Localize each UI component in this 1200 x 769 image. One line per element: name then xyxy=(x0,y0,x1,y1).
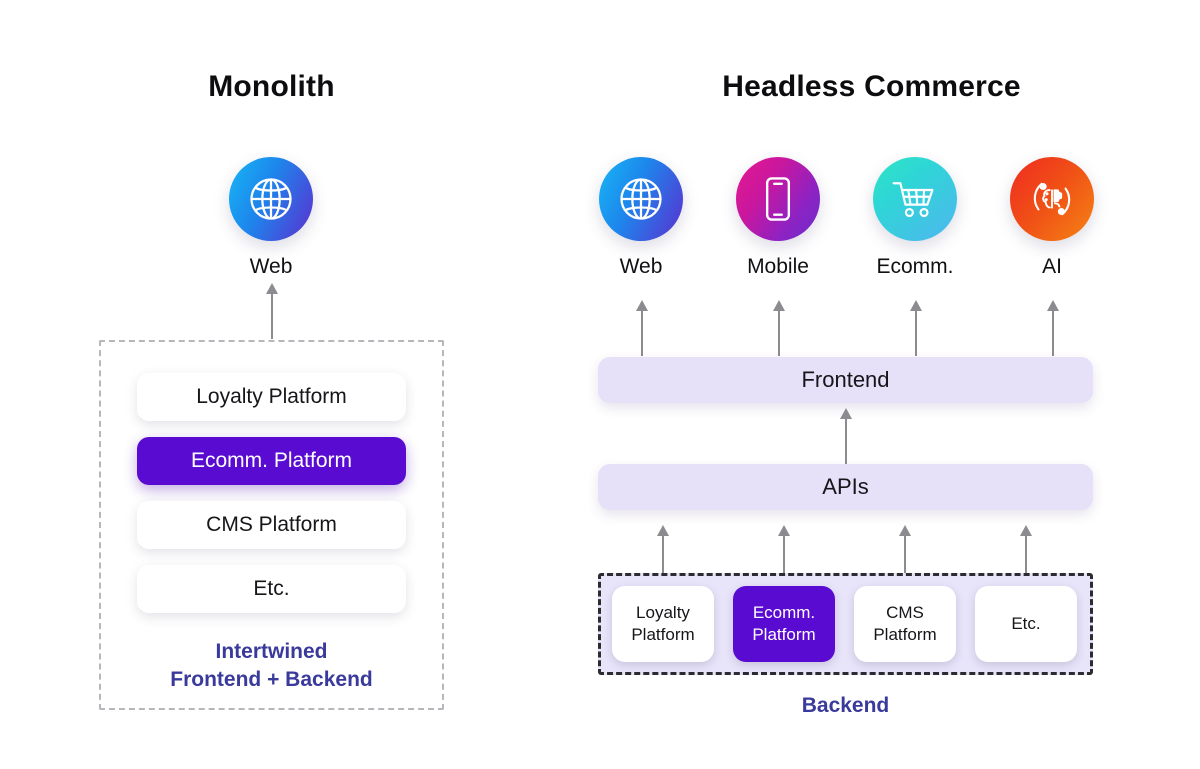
headless-channel-ai: AI xyxy=(997,157,1107,279)
backend-caption: Backend xyxy=(801,694,890,717)
headless-column-title: Headless Commerce xyxy=(722,70,1021,103)
arrow-backend-cms-to-apis xyxy=(898,525,912,581)
arrow-frontend-to-web xyxy=(635,300,649,356)
frontend-layer-bar[interactable]: Frontend xyxy=(598,357,1093,403)
monolith-channel-web: Web xyxy=(216,157,326,279)
arrow-frontend-to-ai xyxy=(1046,300,1060,356)
monolith-column-title: Monolith xyxy=(208,70,335,103)
shopping-cart-icon xyxy=(873,157,957,241)
arrow-backend-loyalty-to-apis xyxy=(656,525,670,581)
globe-icon xyxy=(229,157,313,241)
mobile-phone-icon xyxy=(736,157,820,241)
monolith-card-cms[interactable]: CMS Platform xyxy=(137,501,406,549)
apis-layer-bar[interactable]: APIs xyxy=(598,464,1093,510)
headless-channel-mobile: Mobile xyxy=(723,157,833,279)
headless-channel-web: Web xyxy=(586,157,696,279)
channel-label: Ecomm. xyxy=(876,255,954,278)
backend-card-ecomm[interactable]: Ecomm.Platform xyxy=(733,586,835,662)
arrow-backend-etc-to-apis xyxy=(1019,525,1033,581)
channel-label: Mobile xyxy=(747,255,809,278)
monolith-dashed-container xyxy=(99,340,444,710)
channel-label: AI xyxy=(1042,255,1062,278)
monolith-card-loyalty[interactable]: Loyalty Platform xyxy=(137,373,406,421)
arrow-monolith-to-web xyxy=(265,283,279,339)
monolith-card-etc[interactable]: Etc. xyxy=(137,565,406,613)
arrow-frontend-to-mobile xyxy=(772,300,786,356)
arrow-backend-ecomm-to-apis xyxy=(777,525,791,581)
channel-label: Web xyxy=(249,255,293,278)
globe-icon xyxy=(599,157,683,241)
channel-label: Web xyxy=(619,255,663,278)
backend-card-etc[interactable]: Etc. xyxy=(975,586,1077,662)
headless-channel-ecomm: Ecomm. xyxy=(860,157,970,279)
ai-brain-gear-icon xyxy=(1010,157,1094,241)
arrow-frontend-to-ecomm xyxy=(909,300,923,356)
arrow-apis-to-frontend xyxy=(839,408,853,464)
monolith-card-ecomm[interactable]: Ecomm. Platform xyxy=(137,437,406,485)
